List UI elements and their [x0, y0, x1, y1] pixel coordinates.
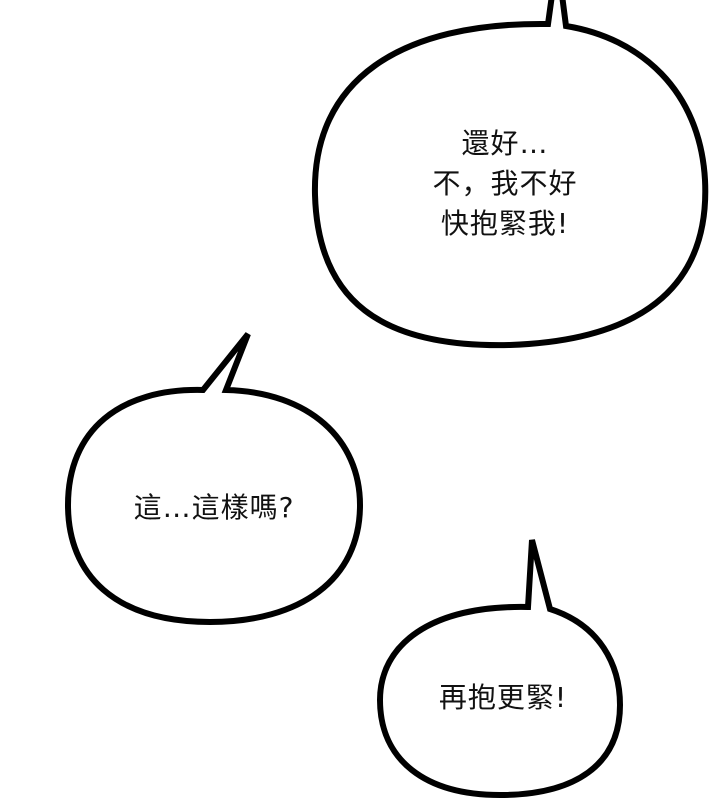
- dialogue-line: 再抱更緊!: [438, 681, 568, 714]
- speech-bubble-bottom-right: [376, 539, 624, 799]
- speech-bubble-middle-left: [64, 332, 364, 626]
- dialogue-line: 這…這樣嗎?: [133, 491, 295, 524]
- speech-bubble-text-middle-left: 這…這樣嗎?: [108, 488, 320, 528]
- dialogue-line: 還好…: [461, 127, 549, 160]
- speech-bubble-top-right: [311, 0, 709, 349]
- speech-bubble-text-top-right: 還好… 不，我不好 快抱緊我!: [410, 124, 600, 244]
- dialogue-line: 不，我不好: [432, 167, 578, 200]
- dialogue-line: 快抱緊我!: [440, 207, 570, 240]
- speech-bubble-text-bottom-right: 再抱更緊!: [418, 678, 588, 718]
